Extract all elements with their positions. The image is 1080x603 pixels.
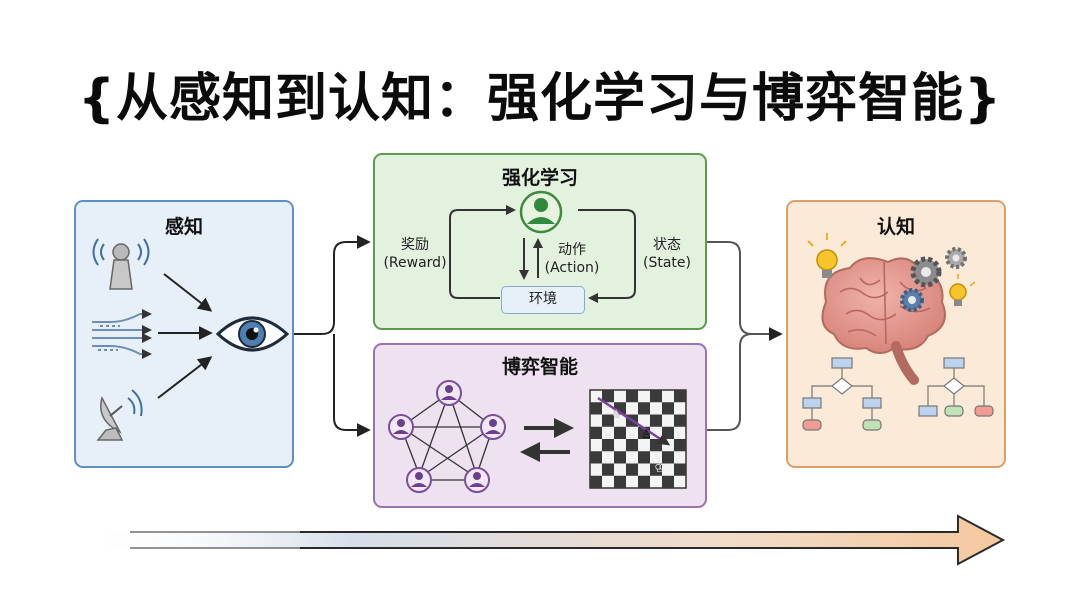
cognition-title: 认知 — [876, 216, 915, 238]
chess-square — [590, 475, 602, 488]
rl-loop-arrows — [449, 205, 636, 303]
satellite-dish-icon — [96, 389, 143, 441]
chess-square — [602, 390, 614, 403]
chess-square — [614, 475, 626, 488]
chess-square — [614, 451, 626, 464]
action-label-cn: 动作 — [558, 242, 586, 258]
player-node-2 — [388, 414, 414, 440]
state-label-cn: 状态 — [653, 237, 681, 253]
chess-square — [590, 451, 602, 464]
environment-box: 环境 — [501, 286, 585, 314]
chess-square — [662, 475, 674, 488]
svg-text:♞: ♞ — [611, 407, 622, 421]
chess-square — [638, 475, 650, 488]
chess-square — [662, 402, 674, 415]
game-title: 博弈智能 — [501, 356, 578, 378]
gear-icon — [900, 247, 967, 312]
player-node-1 — [436, 380, 462, 406]
chess-square — [602, 439, 614, 452]
chess-square — [674, 463, 686, 476]
chess-square — [650, 414, 662, 427]
reward-label-cn: 奖励 — [401, 237, 429, 253]
chess-square — [674, 439, 686, 452]
player-node-5 — [464, 467, 490, 493]
reward-label: 奖励 (Reward) — [380, 236, 450, 272]
chess-square — [662, 451, 674, 464]
reinforcement-learning-panel: 强化学习 — [373, 153, 707, 330]
state-label: 状态 (State) — [638, 236, 696, 272]
chess-square — [614, 426, 626, 439]
chess-square — [626, 390, 638, 403]
exchange-arrows — [520, 418, 574, 462]
action-label-en: (Action) — [544, 260, 600, 276]
chess-square — [674, 390, 686, 403]
state-label-en: (State) — [643, 255, 691, 271]
chess-square — [662, 426, 674, 439]
flowchart-icon — [802, 357, 994, 431]
chess-square — [638, 402, 650, 415]
chess-square — [650, 463, 662, 476]
perception-title: 感知 — [164, 216, 203, 238]
agent-avatar-icon — [519, 190, 563, 234]
svg-text:♔: ♔ — [654, 460, 667, 476]
chess-square — [590, 426, 602, 439]
chess-square — [650, 439, 662, 452]
progress-arrow — [78, 514, 1006, 566]
svg-text:♙: ♙ — [641, 427, 652, 441]
rl-title: 强化学习 — [501, 167, 578, 189]
chess-square — [626, 439, 638, 452]
lightbulb-icon — [807, 233, 976, 306]
chessboard-icon: ♞ ♙ ♔ — [589, 389, 687, 489]
perception-arrows — [157, 273, 213, 399]
chess-square — [650, 390, 662, 403]
chess-square — [674, 414, 686, 427]
player-node-3 — [480, 414, 506, 440]
reward-label-en: (Reward) — [383, 255, 447, 271]
eye-icon — [215, 316, 290, 352]
chess-square — [602, 463, 614, 476]
split-connectors — [294, 235, 371, 437]
chess-square — [602, 414, 614, 427]
merge-connectors — [707, 241, 783, 431]
multi-agent-network-icon — [388, 380, 506, 493]
action-label: 动作 (Action) — [540, 241, 604, 277]
data-stream-icon — [92, 309, 152, 359]
chess-square — [626, 463, 638, 476]
chess-square — [638, 451, 650, 464]
radio-tower-icon — [92, 238, 150, 290]
player-node-4 — [406, 467, 432, 493]
page-title: {从感知到认知：强化学习与博弈智能} — [77, 69, 1003, 129]
chess-square — [590, 402, 602, 415]
